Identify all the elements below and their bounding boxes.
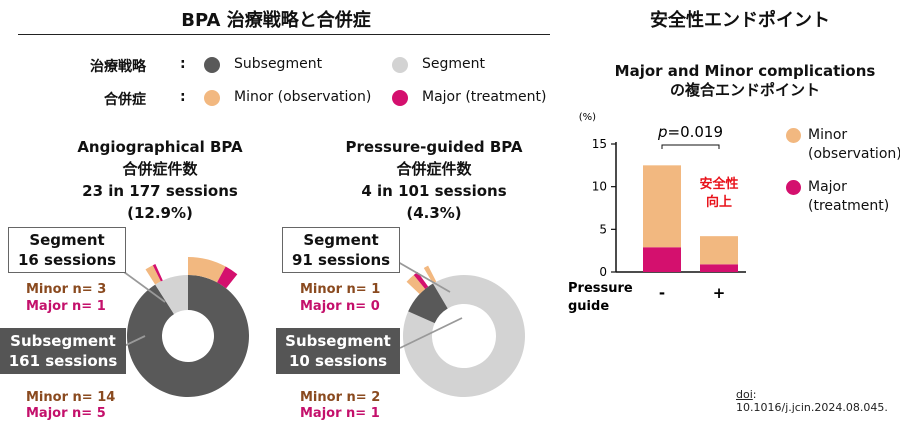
bar-legend-minor-swatch	[786, 128, 801, 143]
bar-legend-major-line2: (treatment)	[808, 198, 890, 214]
doi-reference: doi: 10.1016/j.jcin.2024.08.045.	[736, 388, 888, 414]
bar-minus-major	[643, 247, 681, 272]
pie1-subsegment-major: Major n= 5	[26, 406, 106, 421]
bar-y-tick-label: 10	[592, 180, 607, 194]
bar-chart-title-line2: の複合エンドポイント	[669, 81, 820, 99]
pie2-subsegment-box-line2: 10 sessions	[288, 352, 388, 370]
pie1-segment-major-wedge	[152, 264, 163, 282]
pie2-subsegment-minor-wedge	[406, 275, 426, 295]
pvalue-bracket	[661, 144, 720, 149]
pie1-segment-slice	[155, 275, 188, 315]
pie1-segment-box: Segment 16 sessions	[8, 227, 126, 273]
bar-plus-major	[700, 264, 738, 272]
pie1-segment-minor-wedge	[145, 265, 161, 285]
pie2-subsegment-box: Subsegment 10 sessions	[276, 328, 400, 374]
legend-subsegment-swatch	[204, 57, 220, 73]
main-title: BPA 治療戦略と合併症	[181, 10, 371, 31]
pie1-segment-minor: Minor n= 3	[26, 282, 107, 297]
pie1-segment-major: Major n= 1	[26, 299, 106, 314]
pie1-sessions: 23 in 177 sessions	[82, 182, 238, 200]
pie1-title: Angiographical BPA	[77, 138, 243, 156]
legend-complication-label: 合併症	[104, 92, 146, 108]
pie2-segment-minor: Minor n= 1	[300, 282, 381, 297]
bar-legend-minor: Minor (observation)	[808, 126, 900, 164]
pie1-segment-box-line1: Segment	[29, 231, 105, 249]
bar-minus-minor	[643, 165, 681, 248]
pie2-subsegment-box-line1: Subsegment	[285, 332, 391, 350]
bar-legend-minor-line2: (observation)	[808, 146, 900, 162]
legend-major-swatch	[392, 90, 408, 106]
pie2-segment-box-line2: 91 sessions	[291, 251, 391, 269]
pie2-segment-box-line1: Segment	[303, 231, 379, 249]
legend-major-label: Major (treatment)	[422, 89, 547, 105]
legend-minor-label: Minor (observation)	[234, 89, 372, 105]
pie1-subsegment-minor: Minor n= 14	[26, 390, 116, 405]
bar-category-label: -	[659, 284, 665, 302]
legend-segment-label: Segment	[422, 56, 485, 72]
pie2-subsegment-minor: Minor n= 2	[300, 390, 381, 405]
pie1-segment-connector	[123, 271, 166, 303]
bar-legend-major: Major (treatment)	[808, 178, 889, 216]
bar-y-label: (%)	[579, 112, 596, 123]
pie2-subtitle: 合併症件数	[396, 160, 472, 178]
legend-strategy-label: 治療戦略	[90, 59, 146, 75]
pie2-subsegment-major-wedge	[413, 272, 429, 289]
bar-y-tick-label: 5	[599, 222, 607, 236]
pie1-subsegment-box-line1: Subsegment	[10, 332, 116, 350]
bar-plus-minor	[700, 236, 738, 265]
pie2-segment-minor-wedge	[423, 265, 437, 284]
pie1-subsegment-slice	[127, 275, 250, 397]
legend-minor-swatch	[204, 90, 220, 106]
donut-charts	[123, 257, 525, 398]
bar-chart-title-line1: Major and Minor complications	[614, 62, 876, 80]
safety-annotation: 向上	[706, 194, 732, 210]
pie1-subsegment-major-wedge	[217, 266, 238, 289]
bar-x-label: guide	[568, 299, 609, 314]
title-divider	[18, 34, 550, 35]
pie1-subsegment-box: Subsegment 161 sessions	[0, 328, 126, 374]
pie2-segment-major: Major n= 0	[300, 299, 380, 314]
pie1-subsegment-minor-wedge	[188, 257, 226, 283]
pie2-title-block: Pressure-guided BPA 合併症件数 4 in 101 sessi…	[314, 136, 554, 224]
bar-chart-title: Major and Minor complications の複合エンドポイント	[600, 62, 890, 100]
pie2-sessions: 4 in 101 sessions	[361, 182, 507, 200]
pie2-title: Pressure-guided BPA	[345, 138, 523, 156]
bar-legend-minor-line1: Minor	[808, 127, 848, 143]
pie2-segment-slice	[402, 275, 525, 398]
pie2-subsegment-major: Major n= 1	[300, 406, 380, 421]
legend-colon: :	[180, 56, 186, 72]
pie2-subsegment-connector	[399, 317, 463, 349]
bar-y-tick-label: 0	[599, 265, 607, 279]
legend-colon: :	[180, 89, 186, 105]
pie1-segment-box-line2: 16 sessions	[17, 251, 117, 269]
pie2-subsegment-slice	[408, 283, 448, 324]
pie2-segment-connector	[397, 261, 451, 293]
pvalue-label: p=0.019	[657, 123, 723, 141]
bar-x-label: Pressure	[568, 281, 633, 296]
bar-y-tick-label: 15	[592, 137, 607, 151]
pie1-subsegment-connector	[123, 335, 146, 347]
legend-subsegment-label: Subsegment	[234, 56, 323, 72]
safety-title: 安全性エンドポイント	[650, 10, 830, 31]
pie2-percent: (4.3%)	[406, 204, 462, 222]
bar-category-label: +	[713, 284, 726, 302]
bar-legend-major-line1: Major	[808, 179, 847, 195]
pie1-subsegment-box-line2: 161 sessions	[8, 352, 118, 370]
pie2-segment-box: Segment 91 sessions	[282, 227, 400, 273]
pie1-subtitle: 合併症件数	[122, 160, 198, 178]
bar-legend-major-swatch	[786, 180, 801, 195]
safety-annotation: 安全性	[699, 176, 738, 192]
pie1-title-block: Angiographical BPA 合併症件数 23 in 177 sessi…	[40, 136, 280, 224]
legend-segment-swatch	[392, 57, 408, 73]
pie1-percent: (12.9%)	[127, 204, 193, 222]
